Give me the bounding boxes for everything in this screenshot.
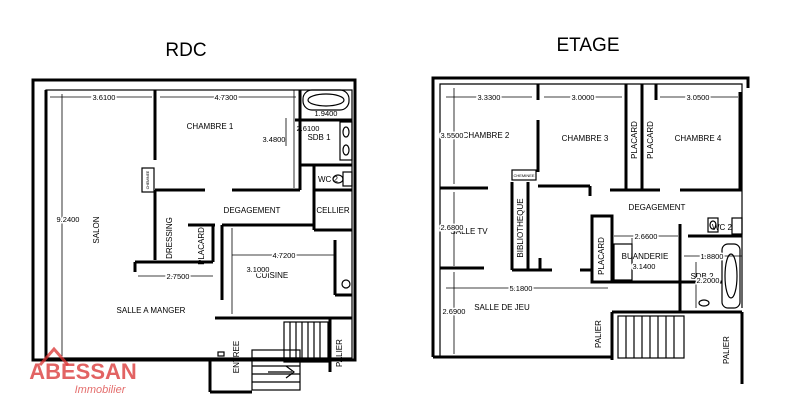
- etage-sdb2-label: SDB 2: [690, 272, 714, 281]
- etage-degagement-label: DEGAGEMENT: [629, 203, 686, 212]
- rdc-entree-label: ENTREE: [232, 341, 241, 373]
- etage-salle-de-jeu-label: SALLE DE JEU: [474, 303, 530, 312]
- rdc-dim-4: 1.9400: [315, 109, 338, 118]
- rdc-dim-9: 3.1000: [247, 265, 270, 274]
- etage-placard1-label: PLACARD: [630, 121, 639, 159]
- etage-bathtub-icon: [721, 243, 741, 309]
- rdc-dim-3: 2.6100: [297, 124, 320, 133]
- etage-washbasin-icon: [698, 299, 710, 307]
- etage-dim-4: 3.5500: [441, 131, 464, 140]
- rdc-dim-2: 4.7300: [215, 93, 238, 102]
- etage-dim-2: 3.0000: [572, 93, 595, 102]
- etage-sink-icon: [731, 217, 743, 235]
- logo-subtitle: Immobilier: [75, 384, 127, 396]
- etage-salle-tv-label: SALLE TV: [450, 227, 488, 236]
- rdc-cheminee-label: CHEMINEE: [146, 170, 150, 189]
- rdc-dressing-label: DRESSING: [165, 217, 174, 259]
- rdc-salle-a-manger-label: SALLE A MANGER: [117, 306, 186, 315]
- etage-dim-11: 2.6900: [443, 307, 466, 316]
- rdc-salon-label: SALON: [92, 216, 101, 243]
- toilet-icon: [332, 171, 353, 187]
- abessan-logo: ABESSAN Immobilier: [29, 346, 137, 396]
- rdc-degagement-label: DEGAGEMENT: [224, 206, 281, 215]
- etage-title: ETAGE: [557, 35, 620, 56]
- etage-stairs: [617, 315, 685, 359]
- rdc-dim-5: 3.4800: [263, 135, 286, 144]
- bathtub-icon: [302, 89, 350, 111]
- etage-chambre4-label: CHAMBRE 4: [675, 134, 722, 143]
- etage-dimensions: [446, 88, 742, 354]
- etage-palier2-label: PALIER: [722, 336, 731, 364]
- etage-dim-1: 3.3300: [478, 93, 501, 102]
- rdc-chambre1-label: CHAMBRE 1: [187, 122, 234, 131]
- sink-icon: [339, 121, 353, 161]
- rdc-wc-label: WC 2: [318, 175, 339, 184]
- etage-cheminee-box: [511, 169, 537, 181]
- rdc-dim-8: 2.7500: [167, 272, 190, 281]
- etage-buanderie-label: BUANDERIE: [622, 252, 669, 261]
- etage-placard3-label: PLACARD: [597, 237, 606, 275]
- rdc-dim-7: 4.7200: [273, 251, 296, 260]
- rdc-dim-6: 9.2400: [57, 215, 80, 224]
- etage-placard2-label: PLACARD: [646, 121, 655, 159]
- rdc-dimensions: [50, 90, 352, 356]
- etage-chambre3-label: CHAMBRE 3: [562, 134, 609, 143]
- rdc-stairs: [251, 321, 329, 391]
- etage-dim-9: 2.2000: [697, 276, 720, 285]
- rdc-dim-1: 3.6100: [93, 93, 116, 102]
- etage-toilet-icon: [707, 217, 719, 233]
- buanderie-unit: [613, 243, 633, 281]
- logo-brand-name: ABESSAN: [29, 359, 137, 384]
- logo-roof-icon: [38, 346, 70, 366]
- etage-bibliotheque-label: BIBLIOTHEQUE: [516, 198, 525, 257]
- stove-icon: [341, 279, 351, 289]
- etage-plan: CHEMINEE: [431, 76, 750, 384]
- etage-dim-5: 2.6800: [441, 223, 464, 232]
- rdc-placard-label: PLACARD: [197, 227, 206, 265]
- rdc-cuisine-label: CUISINE: [256, 271, 288, 280]
- etage-wc-label: WC 2: [712, 223, 733, 232]
- etage-dim-7: 3.1400: [633, 262, 656, 271]
- rdc-title: RDC: [165, 40, 206, 61]
- rdc-palier-label: PALIER: [335, 339, 344, 367]
- rdc-plan: CHEMINEE CHAMBRE 1 SDB 1 WC 2 CELLIER DE…: [31, 78, 357, 394]
- cheminee-box: [141, 167, 155, 193]
- etage-chambre2-label: CHAMBRE 2: [463, 131, 510, 140]
- rdc-sdb1-label: SDB 1: [307, 133, 331, 142]
- etage-cheminee-label: CHEMINEE: [513, 173, 534, 178]
- etage-dim-10: 5.1800: [510, 284, 533, 293]
- etage-dim-3: 3.0500: [687, 93, 710, 102]
- etage-dim-6: 2.6600: [635, 232, 658, 241]
- etage-dim-8: 1.8800: [701, 252, 724, 261]
- rdc-cellier-label: CELLIER: [316, 206, 350, 215]
- etage-palier1-label: PALIER: [594, 320, 603, 348]
